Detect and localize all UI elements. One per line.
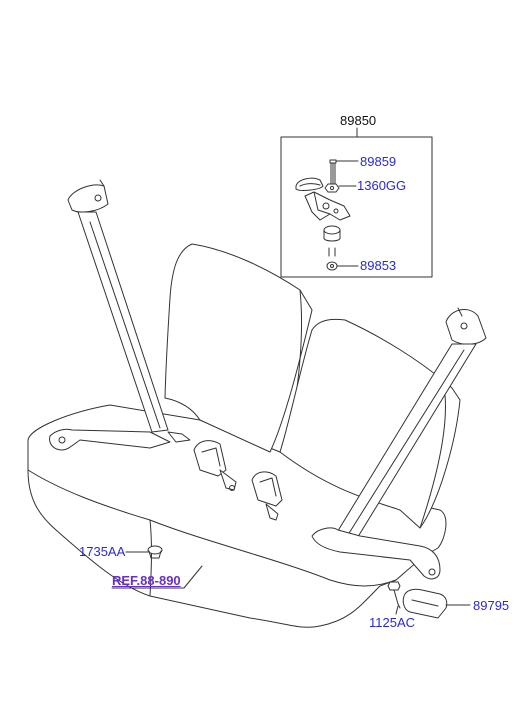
buckle-right-icon [251,471,283,521]
bushing-icon [323,225,341,242]
label-1360GG: 1360GG [357,178,407,193]
buckle-left-icon [193,440,237,491]
left-belt-tongue [167,431,191,443]
label-1735AA: 1735AA [79,544,126,559]
left-belt-anchor-top [67,179,109,213]
cap-icon [295,177,324,191]
detail-box [280,136,433,278]
retractor-cover-icon [402,588,448,619]
nut-icon [324,183,340,193]
leader-1125AC [395,605,399,615]
lower-bolt-icon [387,581,401,609]
bracket-icon [304,191,351,221]
leader-ref [111,565,203,589]
label-ref-88-890[interactable]: REF.88-890 [112,573,181,588]
seat-cushion-edge [27,469,397,587]
seat-back-left [164,243,313,453]
label-1125AC: 1125AC [369,615,416,630]
label-89850: 89850 [340,113,377,128]
bolt-icon [329,159,337,185]
label-89859: 89859 [360,154,397,169]
label-89853: 89853 [360,258,397,273]
seat-back-right [279,318,461,529]
right-belt-lap-anchor [311,527,441,580]
plug-icon [147,545,163,559]
right-belt-anchor-top [445,307,487,345]
left-belt-strap [77,211,169,433]
label-89795: 89795 [473,598,510,613]
washer-nut-icon [326,247,338,271]
left-belt-lap-anchor [49,428,171,451]
